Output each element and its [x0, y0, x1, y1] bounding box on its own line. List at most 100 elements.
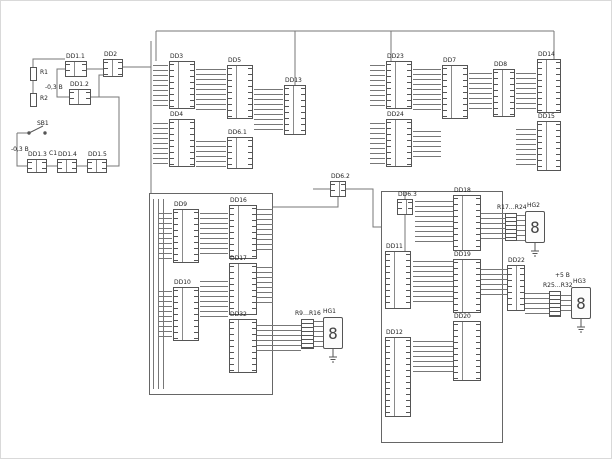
- ic-dd20: DD20: [453, 314, 481, 381]
- annotation-neg-supply-2: -0,3 В: [11, 146, 29, 153]
- ic-label-dd6-2: DD6.2: [331, 173, 350, 180]
- ic-label-dd15: DD15: [538, 113, 555, 120]
- bus-in-dd23: [370, 65, 385, 107]
- bus-in-dd4: [153, 123, 168, 165]
- ic-label-dd18: DD18: [454, 187, 471, 194]
- ground-icon: [329, 347, 337, 363]
- bus-dd4-dd6-1: [196, 141, 226, 167]
- ic-dd18: DD18: [453, 188, 481, 251]
- ic-dd1-2: DD1.2: [69, 82, 91, 105]
- ic-dd23: DD23: [386, 54, 412, 109]
- resistor-r2-label: R2: [40, 95, 48, 102]
- bus-in-dd9: [159, 213, 172, 259]
- bus-in-dd3: [153, 65, 168, 107]
- ic-dd1-5: DD1.5: [87, 152, 107, 173]
- bus-dd32-rpack1: [257, 325, 301, 351]
- ic-label-dd23: DD23: [387, 53, 404, 60]
- ic-label-dd3: DD3: [170, 53, 184, 60]
- ic-label-dd13: DD13: [285, 77, 302, 84]
- ic-label-dd14: DD14: [538, 51, 555, 58]
- hg2-digit: 8: [530, 217, 540, 237]
- ic-dd9: DD9: [173, 202, 199, 263]
- ic-dd13: DD13: [284, 78, 306, 135]
- resistor-pack-3-label: R25…R32: [543, 282, 573, 289]
- ic-label-dd1-3: DD1.3: [28, 151, 47, 158]
- bus-rpack3-hg3: [561, 295, 571, 315]
- resistor-pack-1: [301, 319, 314, 349]
- bus-dd19-dd22: [481, 269, 507, 299]
- bus-dd11-dd19: [413, 261, 453, 305]
- ic-dd7: DD7: [442, 58, 468, 119]
- capacitor-c1-label: C1: [49, 150, 58, 157]
- bus-in-dd10: [159, 291, 172, 337]
- ic-label-dd11: DD11: [386, 243, 403, 250]
- ic-label-dd6-3: DD6.3: [398, 191, 417, 198]
- ic-dd17: DD17: [229, 256, 257, 315]
- bus-rpack1-hg1: [314, 321, 323, 347]
- ic-label-dd10: DD10: [174, 279, 191, 286]
- ic-dd11: DD11: [385, 244, 411, 309]
- ic-dd24: DD24: [386, 112, 412, 167]
- seven-segment-display-hg3: 8: [571, 287, 591, 319]
- ic-dd6-3: DD6.3: [397, 192, 417, 215]
- bus-dd24-dd15: [413, 131, 441, 161]
- bus-dd22-rpack3: [525, 293, 549, 315]
- ic-label-dd4: DD4: [170, 111, 184, 118]
- ic-dd12: DD12: [385, 330, 411, 417]
- ic-label-dd19: DD19: [454, 251, 471, 258]
- switch-sb1-icon: [27, 125, 47, 135]
- hg1-digit: 8: [328, 323, 338, 343]
- ic-label-dd7: DD7: [443, 57, 457, 64]
- ic-dd6-1: DD6.1: [227, 130, 253, 169]
- ic-dd22: DD22: [507, 258, 525, 311]
- ic-dd32: DD32: [229, 312, 257, 373]
- display-hg2-label: HG2: [527, 202, 540, 209]
- ic-dd16: DD16: [229, 198, 257, 259]
- resistor-pack-2: [505, 213, 517, 241]
- ic-label-dd20: DD20: [454, 313, 471, 320]
- display-hg1-label: HG1: [323, 308, 336, 315]
- bus-dd23-dd7: [413, 69, 441, 111]
- ic-dd19: DD19: [453, 252, 481, 313]
- ic-label-dd12: DD12: [386, 329, 403, 336]
- ic-dd14: DD14: [537, 52, 561, 113]
- ground-icon: [531, 241, 539, 257]
- ic-label-dd1-4: DD1.4: [58, 151, 77, 158]
- bus-dd8-dd15: [516, 129, 536, 165]
- ic-dd5: DD5: [227, 58, 253, 119]
- resistor-r2: [30, 93, 37, 107]
- bus-dd10-dd17: [200, 281, 228, 321]
- ic-dd10: DD10: [173, 280, 199, 341]
- ic-dd15: DD15: [537, 114, 561, 171]
- annotation-neg-supply-1: -0,3 В: [45, 84, 63, 91]
- ic-dd4: DD4: [169, 112, 195, 167]
- resistor-r1: [30, 67, 37, 81]
- ic-label-dd22: DD22: [508, 257, 525, 264]
- ic-label-dd17: DD17: [230, 255, 247, 262]
- ic-label-dd32: DD32: [230, 311, 247, 318]
- bus-dd16-out: [257, 209, 273, 253]
- resistor-pack-3: [549, 291, 561, 317]
- ic-dd8: DD8: [493, 62, 515, 117]
- ic-label-dd5: DD5: [228, 57, 242, 64]
- resistor-pack-2-label: R17…R24: [497, 204, 527, 211]
- ic-label-dd2: DD2: [104, 51, 118, 58]
- resistor-pack-1-label: R9…R16: [295, 310, 321, 317]
- bus-dd5-dd13: [254, 89, 283, 133]
- ic-label-dd1-2: DD1.2: [70, 81, 89, 88]
- ic-label-dd24: DD24: [387, 111, 404, 118]
- hg3-digit: 8: [576, 293, 586, 313]
- ic-dd1-3: DD1.3: [27, 152, 47, 173]
- bus-dd17-out: [257, 267, 273, 307]
- bus-in-dd18: [415, 201, 453, 245]
- resistor-r1-label: R1: [40, 69, 48, 76]
- bus-dd18-rpack2: [481, 213, 505, 243]
- ic-label-dd8: DD8: [494, 61, 508, 68]
- bus-in-dd24: [370, 123, 385, 165]
- bus-rpack2-hg2: [517, 215, 525, 241]
- bus-dd12-dd20: [413, 341, 453, 375]
- ic-dd3: DD3: [169, 54, 195, 109]
- ic-label-dd1-5: DD1.5: [88, 151, 107, 158]
- ic-dd6-2: DD6.2: [330, 174, 350, 197]
